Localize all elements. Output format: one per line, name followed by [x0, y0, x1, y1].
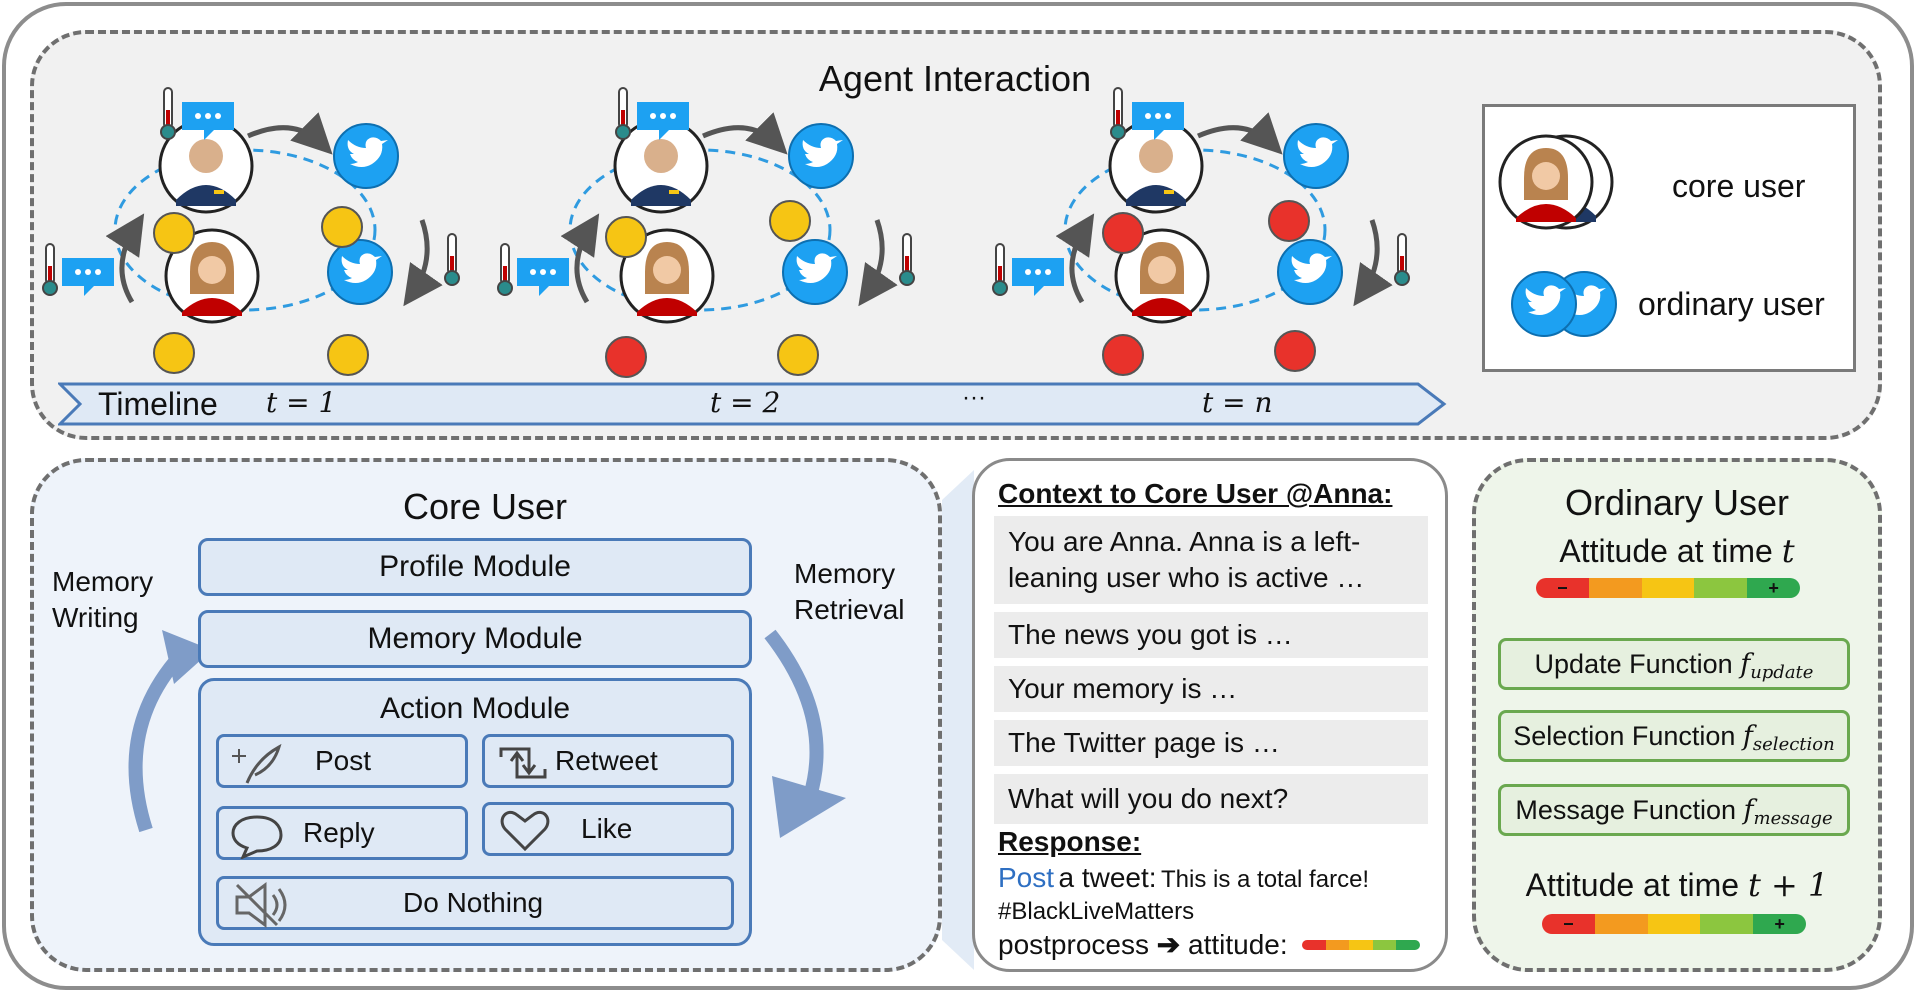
retweet-icon [499, 747, 547, 779]
timeline-t1: t = 1 [266, 386, 337, 419]
neutral-face-icon [321, 206, 363, 248]
context-connector [942, 470, 974, 970]
furious-face-icon [1268, 200, 1310, 242]
postprocess-label: postprocess [998, 929, 1149, 960]
context-item-page: The Twitter page is … [994, 720, 1428, 766]
legend-core-label: core user [1672, 168, 1806, 204]
attitude-t1-label: Attitude at time t + 1 [1525, 866, 1829, 904]
context-item-news: The news you got is … [994, 612, 1428, 658]
response-tweet-prefix: a tweet: [1058, 862, 1157, 893]
retweet-action[interactable]: Retweet [482, 734, 734, 788]
heart-icon [500, 810, 550, 852]
do-nothing-action[interactable]: Do Nothing [216, 876, 734, 930]
retweet-label: Retweet [555, 745, 658, 776]
legend-icons [1498, 134, 1617, 337]
context-item-question: What will you do next? [994, 774, 1428, 824]
context-item-memory: Your memory is … [994, 666, 1428, 712]
attitude-label: attitude: [1188, 929, 1288, 960]
post-label: Post [315, 745, 372, 776]
neutral-face-icon [327, 334, 369, 376]
furious-face-icon [605, 336, 647, 378]
response-heading: Response: [998, 826, 1142, 857]
response-tweet-text: This is a total farce! [1161, 866, 1370, 893]
furious-face-icon [1274, 330, 1316, 372]
timeline-ellipsis: ··· [962, 384, 986, 411]
context-heading: Context to Core User @Anna: [998, 478, 1393, 509]
reply-label: Reply [303, 817, 375, 848]
profile-module: Profile Module [198, 538, 752, 596]
core-user-title: Core User [402, 486, 568, 527]
mute-icon [235, 882, 287, 928]
timeline-label: Timeline [98, 386, 218, 422]
furious-face-icon [1102, 212, 1144, 254]
postprocess-line: postprocess ➔ attitude: [998, 928, 1288, 961]
speech-bubble-icon [231, 815, 283, 859]
angry-face-icon [605, 216, 647, 258]
response-attitude-bar [1302, 940, 1420, 950]
context-item-profile: You are Anna. Anna is a left-leaning use… [994, 516, 1428, 604]
furious-face-icon [1102, 334, 1144, 376]
interaction-groups [42, 87, 1410, 324]
reply-action[interactable]: Reply [216, 806, 468, 860]
legend-ordinary-label: ordinary user [1638, 286, 1825, 322]
do-nothing-label: Do Nothing [403, 887, 544, 918]
timeline-tn: t = n [1202, 386, 1273, 419]
angry-face-icon [153, 212, 195, 254]
like-label: Like [581, 813, 633, 844]
ordinary-user-title: Ordinary User [1564, 482, 1790, 523]
action-module-title: Action Module [379, 692, 571, 725]
angry-face-icon [777, 334, 819, 376]
memory-module: Memory Module [198, 610, 752, 668]
timeline-arrow [58, 382, 1447, 426]
angry-face-icon [769, 200, 811, 242]
timeline-t2: t = 2 [710, 386, 781, 419]
like-action[interactable]: Like [482, 802, 734, 856]
response-hashtag: #BlackLiveMatters [998, 898, 1195, 925]
feather-icon [232, 743, 282, 784]
attitude-t1-bar: −+ [1542, 914, 1806, 934]
post-action[interactable]: Post [216, 734, 468, 788]
response-tweet: Post a tweet: This is a total farce! [998, 862, 1369, 894]
angry-face-icon [153, 332, 195, 374]
attitude-t-bar: −+ [1536, 578, 1800, 598]
memory-writing-arrow [128, 630, 212, 833]
right-arrow-icon: ➔ [1156, 929, 1181, 960]
memory-retrieval-arrow [764, 629, 846, 838]
agent-interaction-title: Agent Interaction [818, 58, 1092, 99]
response-post-word: Post [998, 862, 1055, 893]
attitude-t-label: Attitude at time t [1559, 532, 1795, 570]
